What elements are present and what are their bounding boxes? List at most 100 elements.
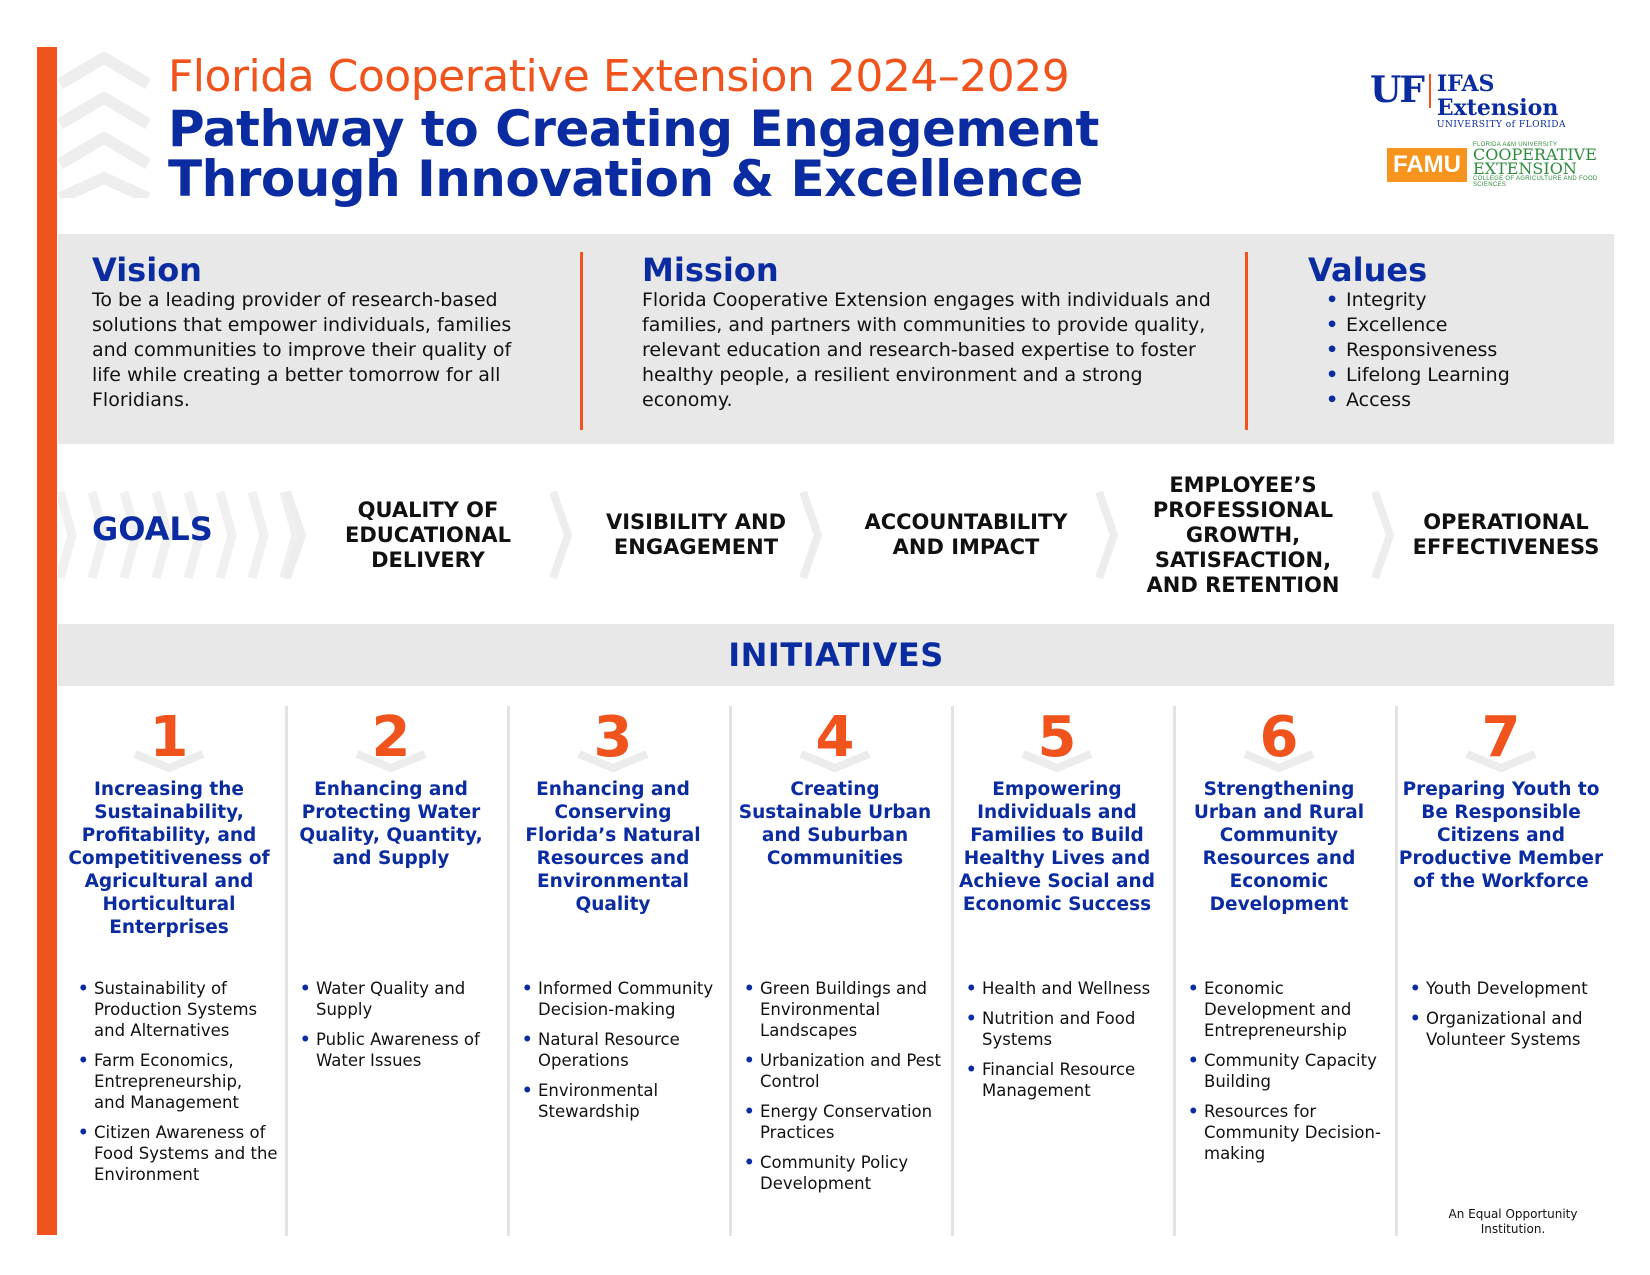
column-divider xyxy=(1395,706,1398,1236)
list-item: Environmental Stewardship xyxy=(522,1080,722,1122)
column-divider xyxy=(729,706,732,1236)
chevron-down-icon xyxy=(133,750,205,772)
initiative-title: Enhancing and Conserving Florida’s Natur… xyxy=(525,779,701,915)
initiative-title: Empowering Individuals and Families to B… xyxy=(959,779,1155,915)
chevron-right-icon xyxy=(800,490,822,580)
list-item: Health and Wellness xyxy=(966,978,1166,999)
section-divider xyxy=(1245,252,1248,430)
partner-logos: UF IFAS Extension UNIVERSITY of FLORIDA … xyxy=(1370,72,1615,192)
list-item: Sustainability of Production Systems and… xyxy=(78,978,278,1041)
vision-text: To be a leading provider of research-bas… xyxy=(92,289,512,411)
vision-mission-values-panel: Vision To be a leading provider of resea… xyxy=(58,234,1614,444)
initiative-bullets: Health and Wellness Nutrition and Food S… xyxy=(966,978,1166,1110)
chevron-right-icon xyxy=(550,490,572,580)
initiatives-heading-band: INITIATIVES xyxy=(58,624,1614,686)
page-header: Florida Cooperative Extension 2024–2029 … xyxy=(168,50,1328,204)
initiative-title: Preparing Youth to Be Responsible Citize… xyxy=(1398,779,1604,892)
list-item: Resources for Community Decision-making xyxy=(1188,1101,1388,1164)
list-item: Community Capacity Building xyxy=(1188,1050,1388,1092)
mission-heading: Mission xyxy=(642,251,779,289)
initiatives-heading: INITIATIVES xyxy=(728,636,944,674)
initiatives-grid: 1 Increasing the Sustainability, Profita… xyxy=(58,706,1614,1236)
chevron-down-icon xyxy=(1021,750,1093,772)
famu-extension-logo: FAMU FLORIDA A&M UNIVERSITY COOPERATIVE … xyxy=(1387,142,1615,188)
initiative-bullets: Economic Development and Entrepreneurshi… xyxy=(1188,978,1388,1173)
column-divider xyxy=(285,706,288,1236)
uf-ifas-logo: UF IFAS Extension UNIVERSITY of FLORIDA xyxy=(1370,72,1615,130)
list-item: Green Buildings and Environmental Landsc… xyxy=(744,978,944,1041)
initiative-column: 6 Strengthening Urban and Rural Communit… xyxy=(1168,706,1390,1236)
famu-college-name: COLLEGE OF AGRICULTURE AND FOOD SCIENCES xyxy=(1473,176,1598,188)
goals-row: GOALS QUALITY OF EDUCATIONAL DELIVERY VI… xyxy=(58,460,1614,610)
famu-university-name: FLORIDA A&M UNIVERSITY xyxy=(1473,142,1558,148)
list-item: Farm Economics, Entrepreneurship, and Ma… xyxy=(78,1050,278,1113)
initiative-bullets: Sustainability of Production Systems and… xyxy=(78,978,278,1194)
famu-mark: FAMU xyxy=(1387,148,1467,182)
list-item: Nutrition and Food Systems xyxy=(966,1008,1166,1050)
list-item: Energy Conservation Practices xyxy=(744,1101,944,1143)
chevron-down-icon xyxy=(1243,750,1315,772)
goal-operational-effectiveness: OPERATIONAL EFFECTIVENESS xyxy=(1412,510,1600,559)
list-item: Organizational and Volunteer Systems xyxy=(1410,1008,1610,1050)
goal-employee-growth: EMPLOYEE’S PROFESSIONAL GROWTH, SATISFAC… xyxy=(1146,472,1340,597)
list-item: Lifelong Learning xyxy=(1326,363,1598,388)
goal-quality-of-educational-delivery: QUALITY OF EDUCATIONAL DELIVERY xyxy=(344,497,512,572)
uf-logo-sub: UNIVERSITY of FLORIDA xyxy=(1436,120,1567,130)
initiative-bullets: Youth Development Organizational and Vol… xyxy=(1410,978,1610,1059)
chevron-down-icon xyxy=(355,750,427,772)
header-subtitle: Florida Cooperative Extension 2024–2029 xyxy=(168,51,1070,102)
chevron-right-icon xyxy=(1096,490,1118,580)
chevron-down-icon xyxy=(1465,750,1537,772)
list-item: Responsiveness xyxy=(1326,338,1598,363)
goals-label: GOALS xyxy=(92,510,213,548)
list-item: Community Policy Development xyxy=(744,1152,944,1194)
logo-divider xyxy=(1428,74,1431,108)
initiative-column: 1 Increasing the Sustainability, Profita… xyxy=(58,706,280,1236)
initiative-title: Increasing the Sustainability, Profitabi… xyxy=(68,779,270,938)
list-item: Economic Development and Entrepreneurshi… xyxy=(1188,978,1388,1041)
accent-bar xyxy=(37,47,57,1235)
header-title-line-2: Through Innovation & Excellence xyxy=(168,150,1083,208)
vision-section: Vision To be a leading provider of resea… xyxy=(92,252,542,413)
initiative-title: Enhancing and Protecting Water Quality, … xyxy=(299,779,483,869)
initiative-column: 2 Enhancing and Protecting Water Quality… xyxy=(280,706,502,1236)
famu-line-1: COOPERATIVE xyxy=(1473,145,1597,164)
chevron-right-icon xyxy=(284,490,306,580)
goal-visibility-and-engagement: VISIBILITY AND ENGAGEMENT xyxy=(605,510,787,559)
initiative-column: 4 Creating Sustainable Urban and Suburba… xyxy=(724,706,946,1236)
initiative-title: Creating Sustainable Urban and Suburban … xyxy=(738,779,932,869)
column-divider xyxy=(507,706,510,1236)
chevron-down-icon xyxy=(799,750,871,772)
initiative-bullets: Green Buildings and Environmental Landsc… xyxy=(744,978,944,1203)
header-title-line-1: Pathway to Creating Engagement xyxy=(168,100,1099,158)
header-chevrons-decoration xyxy=(58,51,150,198)
values-section: Values Integrity Excellence Responsivene… xyxy=(1308,252,1598,413)
vision-heading: Vision xyxy=(92,251,202,289)
equal-opportunity-statement: An Equal Opportunity Institution. xyxy=(1448,1207,1578,1236)
chevron-down-icon xyxy=(577,750,649,772)
initiative-column: 3 Enhancing and Conserving Florida’s Nat… xyxy=(502,706,724,1236)
list-item: Informed Community Decision-making xyxy=(522,978,722,1020)
list-item: Water Quality and Supply xyxy=(300,978,500,1020)
list-item: Citizen Awareness of Food Systems and th… xyxy=(78,1122,278,1185)
initiative-title: Strengthening Urban and Rural Community … xyxy=(1193,779,1365,915)
initiative-column: 7 Preparing Youth to Be Responsible Citi… xyxy=(1390,706,1612,1236)
famu-line-2: EXTENSION xyxy=(1473,159,1577,178)
section-divider xyxy=(580,252,583,430)
mission-text: Florida Cooperative Extension engages wi… xyxy=(642,289,1211,411)
list-item: Natural Resource Operations xyxy=(522,1029,722,1071)
list-item: Public Awareness of Water Issues xyxy=(300,1029,500,1071)
column-divider xyxy=(1173,706,1176,1236)
list-item: Financial Resource Management xyxy=(966,1059,1166,1101)
list-item: Youth Development xyxy=(1410,978,1610,999)
initiative-column: 5 Empowering Individuals and Families to… xyxy=(946,706,1168,1236)
values-list: Integrity Excellence Responsiveness Life… xyxy=(1326,288,1598,413)
uf-logo-name: IFAS Extension xyxy=(1436,71,1559,121)
chevron-right-icon xyxy=(1372,490,1394,580)
initiative-bullets: Informed Community Decision-making Natur… xyxy=(522,978,722,1131)
column-divider xyxy=(951,706,954,1236)
list-item: Access xyxy=(1326,388,1598,413)
list-item: Excellence xyxy=(1326,313,1598,338)
initiative-bullets: Water Quality and Supply Public Awarenes… xyxy=(300,978,500,1080)
values-heading: Values xyxy=(1308,251,1428,289)
